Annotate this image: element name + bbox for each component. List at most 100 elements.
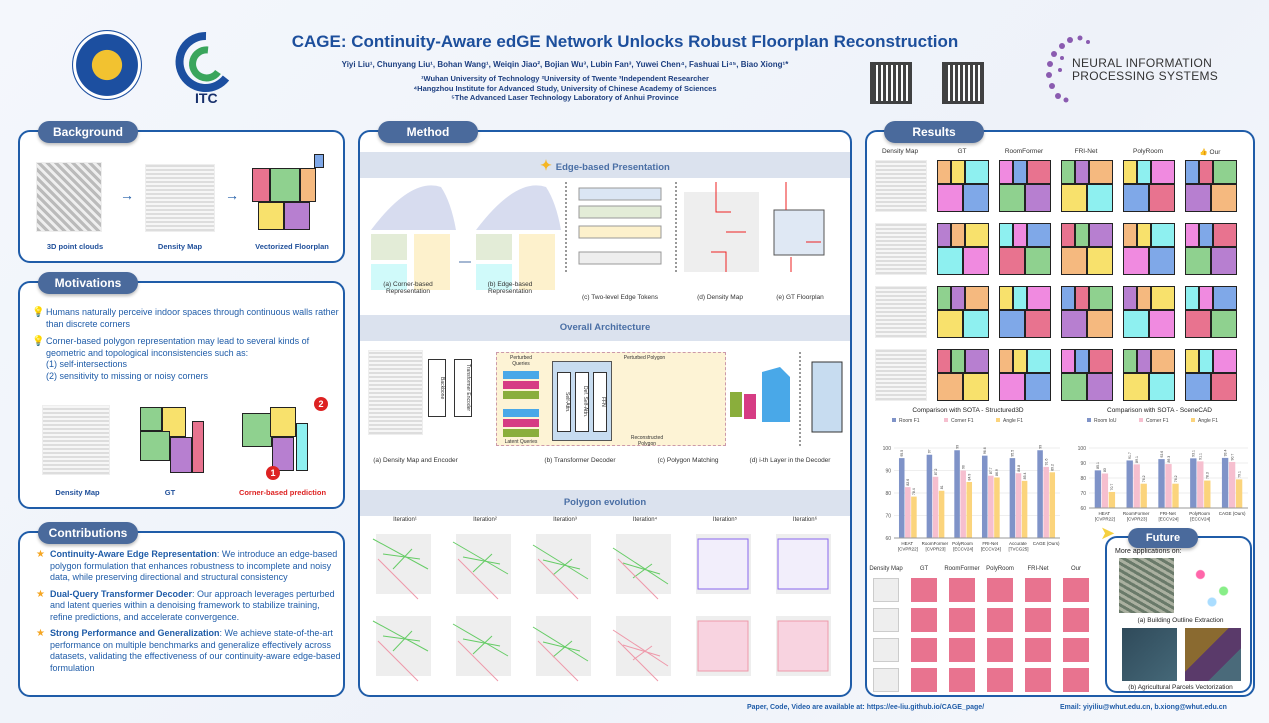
bar: [966, 481, 973, 538]
room-polygon: [1089, 286, 1113, 310]
legend-label: Angle F1: [1198, 418, 1218, 424]
floorplan-image: [252, 154, 328, 232]
room-polygon: [1087, 247, 1113, 275]
caption: Density Map: [55, 488, 100, 497]
room-polygon: [1061, 373, 1087, 401]
room-polygon: [1211, 373, 1237, 401]
room-polygon: [1211, 247, 1237, 275]
room-polygon: [1075, 349, 1089, 373]
room-polygon: [1213, 223, 1237, 247]
x-tick-label: HEAT [CVPR22]: [1095, 511, 1115, 522]
bar: [981, 455, 988, 538]
data-label: 89.2: [1051, 464, 1055, 471]
contributions-panel: ★Continuity-Aware Edge Representation: W…: [18, 531, 345, 697]
label: Perturbed Queries: [510, 355, 532, 367]
room-polygon: [999, 310, 1025, 338]
evolution-step-image: [372, 534, 431, 600]
data-label: 79.1: [1237, 471, 1241, 478]
qr-code-page[interactable]: [942, 62, 984, 104]
floorplan-thumb: [937, 349, 989, 401]
legend-label: Corner F1: [951, 418, 974, 424]
data-label: 90.7: [1230, 454, 1234, 461]
self-attn-block: Self-Attn.: [557, 372, 571, 432]
floorplan-thumb: [1185, 286, 1237, 338]
legend-swatch: [892, 418, 896, 422]
iteration-label: Iteration⁵: [712, 517, 738, 523]
floorplan-thumb: [937, 223, 989, 275]
room-polygon: [1089, 160, 1113, 184]
paper-plane-icon: ➤: [1100, 523, 1116, 543]
evolution-step-image: [612, 616, 671, 682]
aerial-image: [1119, 558, 1174, 613]
motivation-bullet: 💡Corner-based polygon representation may…: [32, 336, 342, 382]
affiliation: ¹Wuhan University of Technology ²Univers…: [421, 74, 709, 83]
room-polygon: [1075, 160, 1089, 184]
x-tick-label: CAGE (Ours): [1033, 541, 1060, 546]
y-tick-label: 60: [1080, 506, 1086, 512]
query-token: [503, 409, 539, 417]
density-map-thumb: [873, 638, 899, 662]
subsection-architecture: Overall Architecture: [360, 315, 850, 341]
room-polygon: [1075, 223, 1089, 247]
section-title-background: Background: [38, 121, 138, 143]
building-outlines-image: [1183, 558, 1241, 613]
arrow-icon: →: [120, 187, 134, 203]
room-polygon-thumb: [1025, 578, 1051, 602]
iteration-label: Iteration⁴: [632, 517, 658, 523]
star-icon: ★: [36, 628, 45, 639]
room-polygon: [1199, 160, 1213, 184]
section-title-motivations: Motivations: [38, 272, 138, 294]
room-polygon: [1185, 373, 1211, 401]
caption: (c) Polygon Matching: [657, 457, 719, 464]
bar: [1204, 480, 1211, 508]
data-label: 85.4: [1023, 472, 1027, 479]
query-token: [503, 429, 539, 437]
evolution-step-image: [532, 616, 591, 682]
footer-links[interactable]: Paper, Code, Video are available at: htt…: [747, 704, 985, 711]
footer-email[interactable]: Email: yiyiliu@whut.edu.cn, b.xiong@whut…: [1060, 704, 1227, 711]
label: Perturbed Polygon: [623, 355, 666, 361]
room-polygon: [1213, 160, 1237, 184]
y-tick-label: 80: [885, 491, 891, 497]
room-polygon: [1061, 247, 1087, 275]
density-map-thumb: [873, 578, 899, 602]
bar: [1043, 466, 1049, 538]
bar: [1172, 483, 1179, 508]
iteration-label: Iteration¹: [393, 517, 417, 523]
data-label: 84.9: [968, 474, 972, 481]
room-polygon-thumb: [987, 668, 1013, 692]
legend-swatch: [1087, 418, 1091, 422]
evolution-step-image: [776, 616, 831, 676]
caption: (d) i-th Layer in the Decoder: [749, 457, 831, 464]
room-polygon: [1149, 247, 1175, 275]
bar: [1108, 491, 1116, 508]
floorplan-thumb: [1061, 349, 1113, 401]
caption: (a) Building Outline Extraction: [1137, 617, 1224, 624]
legend-swatch: [1191, 418, 1195, 422]
room-polygon: [1089, 349, 1113, 373]
data-label: 99: [1038, 445, 1042, 449]
iteration-label: Iteration⁶: [792, 517, 818, 523]
room-polygon: [1151, 286, 1175, 310]
data-label: 78.3: [1206, 472, 1210, 479]
room-polygon: [999, 373, 1025, 401]
column-header: GT: [933, 148, 991, 155]
qr-code-paper[interactable]: [870, 62, 912, 104]
encoder-block: Transformer Encoder: [454, 359, 472, 417]
caption: 3D point clouds: [46, 242, 104, 251]
room-polygon: [1123, 349, 1137, 373]
x-tick-label: HEAT [CVPR22]: [898, 541, 918, 552]
room-polygon: [1027, 286, 1051, 310]
evolution-step-image: [696, 534, 751, 594]
column-header: PolyRoom: [1119, 148, 1177, 155]
data-label: 82.6: [906, 479, 910, 486]
lightbulb-icon: 💡: [32, 336, 45, 347]
column-header-label: FRI-Net: [1074, 148, 1098, 155]
room-polygon: [1075, 286, 1089, 310]
room-polygon: [999, 160, 1013, 184]
room-polygon-thumb: [911, 578, 937, 602]
edge-representation-figure: [371, 182, 825, 290]
